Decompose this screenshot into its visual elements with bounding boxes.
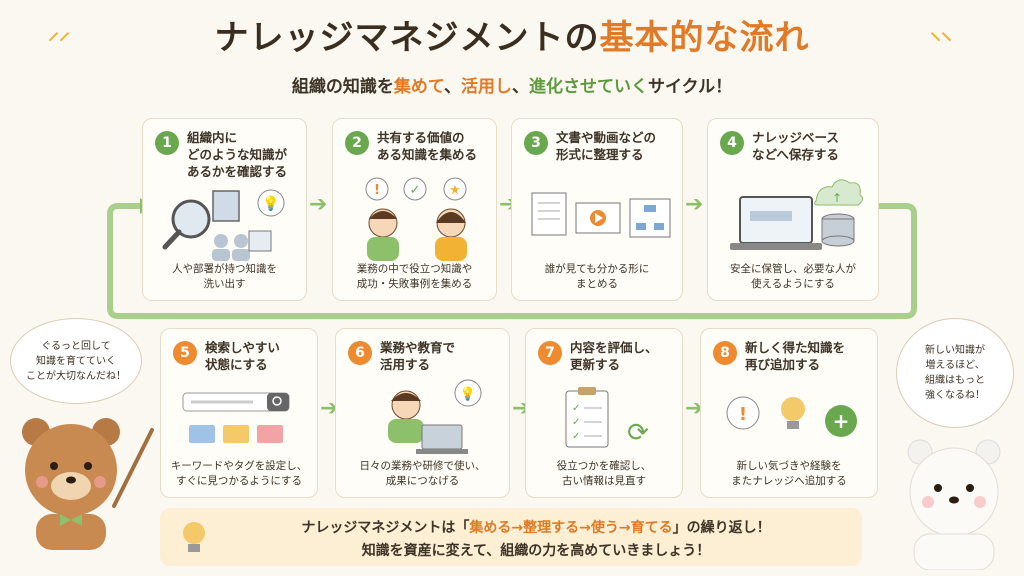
summary-banner: ナレッジマネジメントは「集める→整理する→使う→育てる」の繰り返し！ 知識を資産…: [160, 508, 862, 566]
white-bear-mascot-icon: [907, 439, 1001, 570]
step-number: 8: [713, 341, 737, 365]
idea-add-icon: ! +: [726, 396, 857, 437]
summary-line-1: ナレッジマネジメントは「集める→整理する→使う→育てる」の繰り返し！: [220, 517, 852, 537]
svg-text:💡: 💡: [262, 195, 279, 212]
laptop-database-icon: ↑: [730, 179, 864, 250]
arrow-right-icon: ➔: [320, 396, 339, 421]
step-title: 新しく得た知識を 再び追加する: [745, 340, 846, 372]
clipboard-refresh-icon: ✓ ✓ ✓ ⟳: [565, 387, 649, 448]
step-card-5: 5 検索しやすい 状態にする キーワードやタグを設定し、 すぐに見つかるようにす…: [160, 328, 318, 498]
subtitle-evolve: 進化させていく: [529, 77, 648, 97]
summary-text: ナレッジマネジメントは「: [301, 520, 470, 536]
arrow-right-icon: ➔: [309, 192, 328, 217]
step-title: 組織内に どのような知識が あるかを確認する: [187, 130, 288, 179]
step-card-3: 3 文書や動画などの 形式に整理する 誰が見ても分かる形に まとめる: [511, 118, 683, 301]
step-card-4: 4 ナレッジベース などへ保存する ↑ 安全に保管し、必要な人が 使えるようにす…: [707, 118, 879, 301]
summary-line-2: 知識を資産に変えて、組織の力を高めていきましょう！: [361, 543, 711, 559]
lightbulb-icon: [183, 522, 205, 552]
search-folders-icon: [182, 392, 290, 443]
svg-text:!: !: [739, 404, 747, 425]
step-number: 1: [155, 131, 179, 155]
summary-highlight: 集める→整理する→使う→育てる: [469, 520, 673, 536]
page-subtitle: 組織の知識を集めて、活用し、進化させていくサイクル！: [0, 72, 1024, 97]
svg-text:↑: ↑: [832, 191, 842, 205]
bear-mascot-icon: [22, 418, 154, 550]
subtitle-collect: 集めて: [393, 77, 444, 97]
step-number: 7: [538, 341, 562, 365]
step-number: 6: [348, 341, 372, 365]
step-card-7: 7 内容を評価し、 更新する ✓ ✓ ✓ ⟳ 役立つかを確認し、 古い情報は見直…: [525, 328, 683, 498]
subtitle-comma: 、: [444, 77, 461, 97]
svg-text:✓: ✓: [572, 417, 580, 428]
step-description: 人や部署が持つ知識を 洗い出す: [172, 263, 277, 290]
step-description: 安全に保管し、必要な人が 使えるようにする: [730, 263, 856, 290]
subtitle-use: 活用し: [461, 77, 512, 97]
step-title: ナレッジベース などへ保存する: [752, 130, 839, 162]
sparkle-icon: ⸝⸝: [48, 20, 71, 45]
step-description: キーワードやタグを設定し、 すぐに見つかるようにする: [170, 460, 308, 487]
step-card-8: 8 新しく得た知識を 再び追加する ! + 新しい気づきや経験を またナレッジへ…: [700, 328, 878, 498]
step-description: 日々の業務や研修で使い、 成果につなげる: [359, 460, 486, 487]
step-card-1: 1 組織内に どのような知識が あるかを確認する 💡 人や部署が持つ知識を 洗い…: [142, 118, 307, 301]
arrow-right-icon: ➔: [685, 396, 704, 421]
speech-bubble-left: ぐるっと回して 知識を育てていく ことが大切なんだね！: [10, 318, 142, 404]
speech-bubble-right: 新しい知識が 増えるほど、 組織はもっと 強くなるね！: [896, 318, 1014, 428]
step-number: 4: [720, 131, 744, 155]
svg-text:✓: ✓: [410, 183, 421, 198]
subtitle-comma: 、: [512, 77, 529, 97]
subtitle-text: 組織の知識を: [291, 77, 394, 97]
sparkle-icon: ⸜⸜: [930, 20, 953, 45]
step-description: 業務の中で役立つ知識や 成功・失敗事例を集める: [356, 263, 473, 290]
svg-text:✓: ✓: [572, 403, 580, 414]
subtitle-cycle: サイクル！: [648, 77, 733, 97]
svg-text:★: ★: [449, 183, 461, 198]
svg-text:+: +: [833, 409, 850, 433]
step-title: 検索しやすい 状態にする: [205, 340, 280, 372]
summary-text: 」の繰り返し！: [672, 520, 771, 536]
step-title: 内容を評価し、 更新する: [570, 340, 658, 372]
person-laptop-icon: 💡: [388, 379, 482, 454]
step-description: 誰が見ても分かる形に まとめる: [544, 263, 650, 290]
step-card-2: 2 共有する価値の ある知識を集める ! ✓ ★ 業務の中で役立つ知識や 成功・…: [332, 118, 497, 301]
svg-text:💡: 💡: [460, 386, 476, 402]
step-description: 役立つかを確認し、 古い情報は見直す: [556, 460, 652, 487]
title-accent: 基本的な流れ: [599, 18, 810, 58]
step-number: 2: [345, 131, 369, 155]
step-card-6: 6 業務や教育で 活用する 💡 日々の業務や研修で使い、 成果につなげる: [335, 328, 510, 498]
step-description: 新しい気づきや経験を またナレッジへ追加する: [731, 460, 847, 487]
svg-text:✓: ✓: [572, 431, 580, 442]
svg-text:!: !: [374, 183, 380, 198]
step-number: 5: [173, 341, 197, 365]
documents-video-icon: [531, 192, 671, 238]
step-number: 3: [524, 131, 548, 155]
svg-text:⟳: ⟳: [627, 418, 649, 448]
magnifier-people-icon: 💡: [162, 189, 285, 261]
title-main: ナレッジマネジメントの: [214, 18, 600, 58]
step-title: 共有する価値の ある知識を集める: [377, 130, 478, 162]
people-sharing-icon: ! ✓ ★: [365, 177, 467, 261]
step-title: 業務や教育で 活用する: [380, 340, 456, 372]
step-title: 文書や動画などの 形式に整理する: [556, 130, 657, 162]
arrow-right-icon: ➔: [685, 192, 704, 217]
page-title: ナレッジマネジメントの基本的な流れ: [0, 10, 1024, 59]
